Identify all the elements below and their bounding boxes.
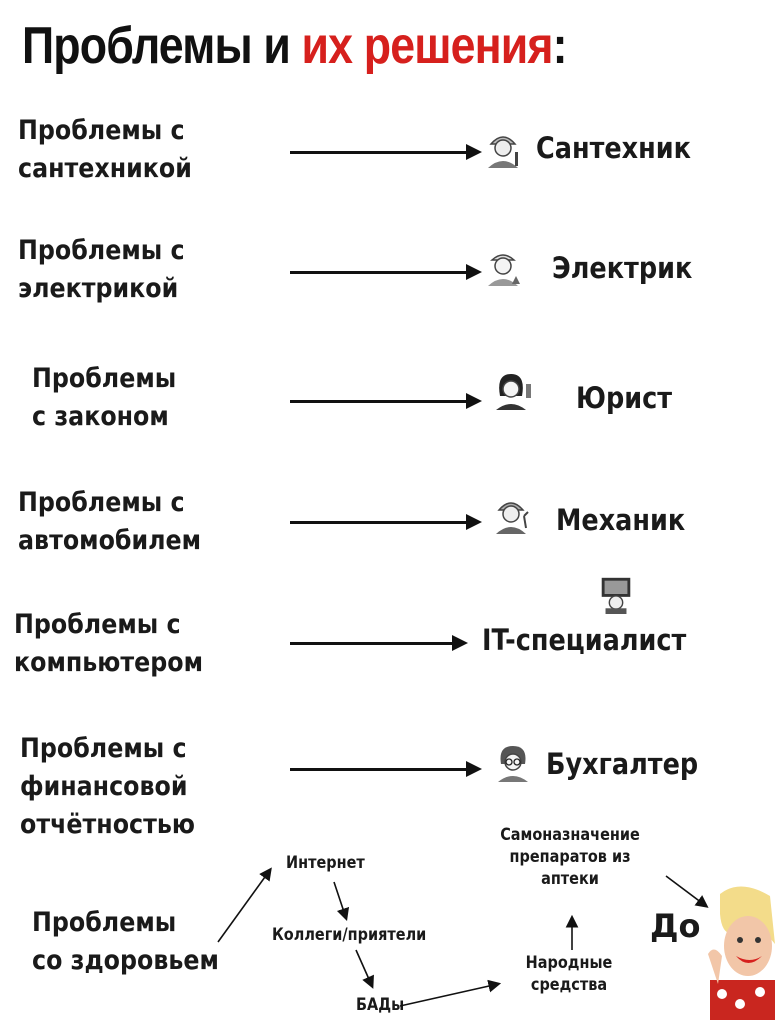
- arrow-colleagues-to-supplements: [356, 950, 372, 986]
- arrow-supplements-to-folk: [400, 984, 498, 1006]
- arrow-internet-to-colleagues: [334, 882, 346, 918]
- portrait-image: [700, 884, 775, 1020]
- arrow-to-internet: [218, 870, 270, 942]
